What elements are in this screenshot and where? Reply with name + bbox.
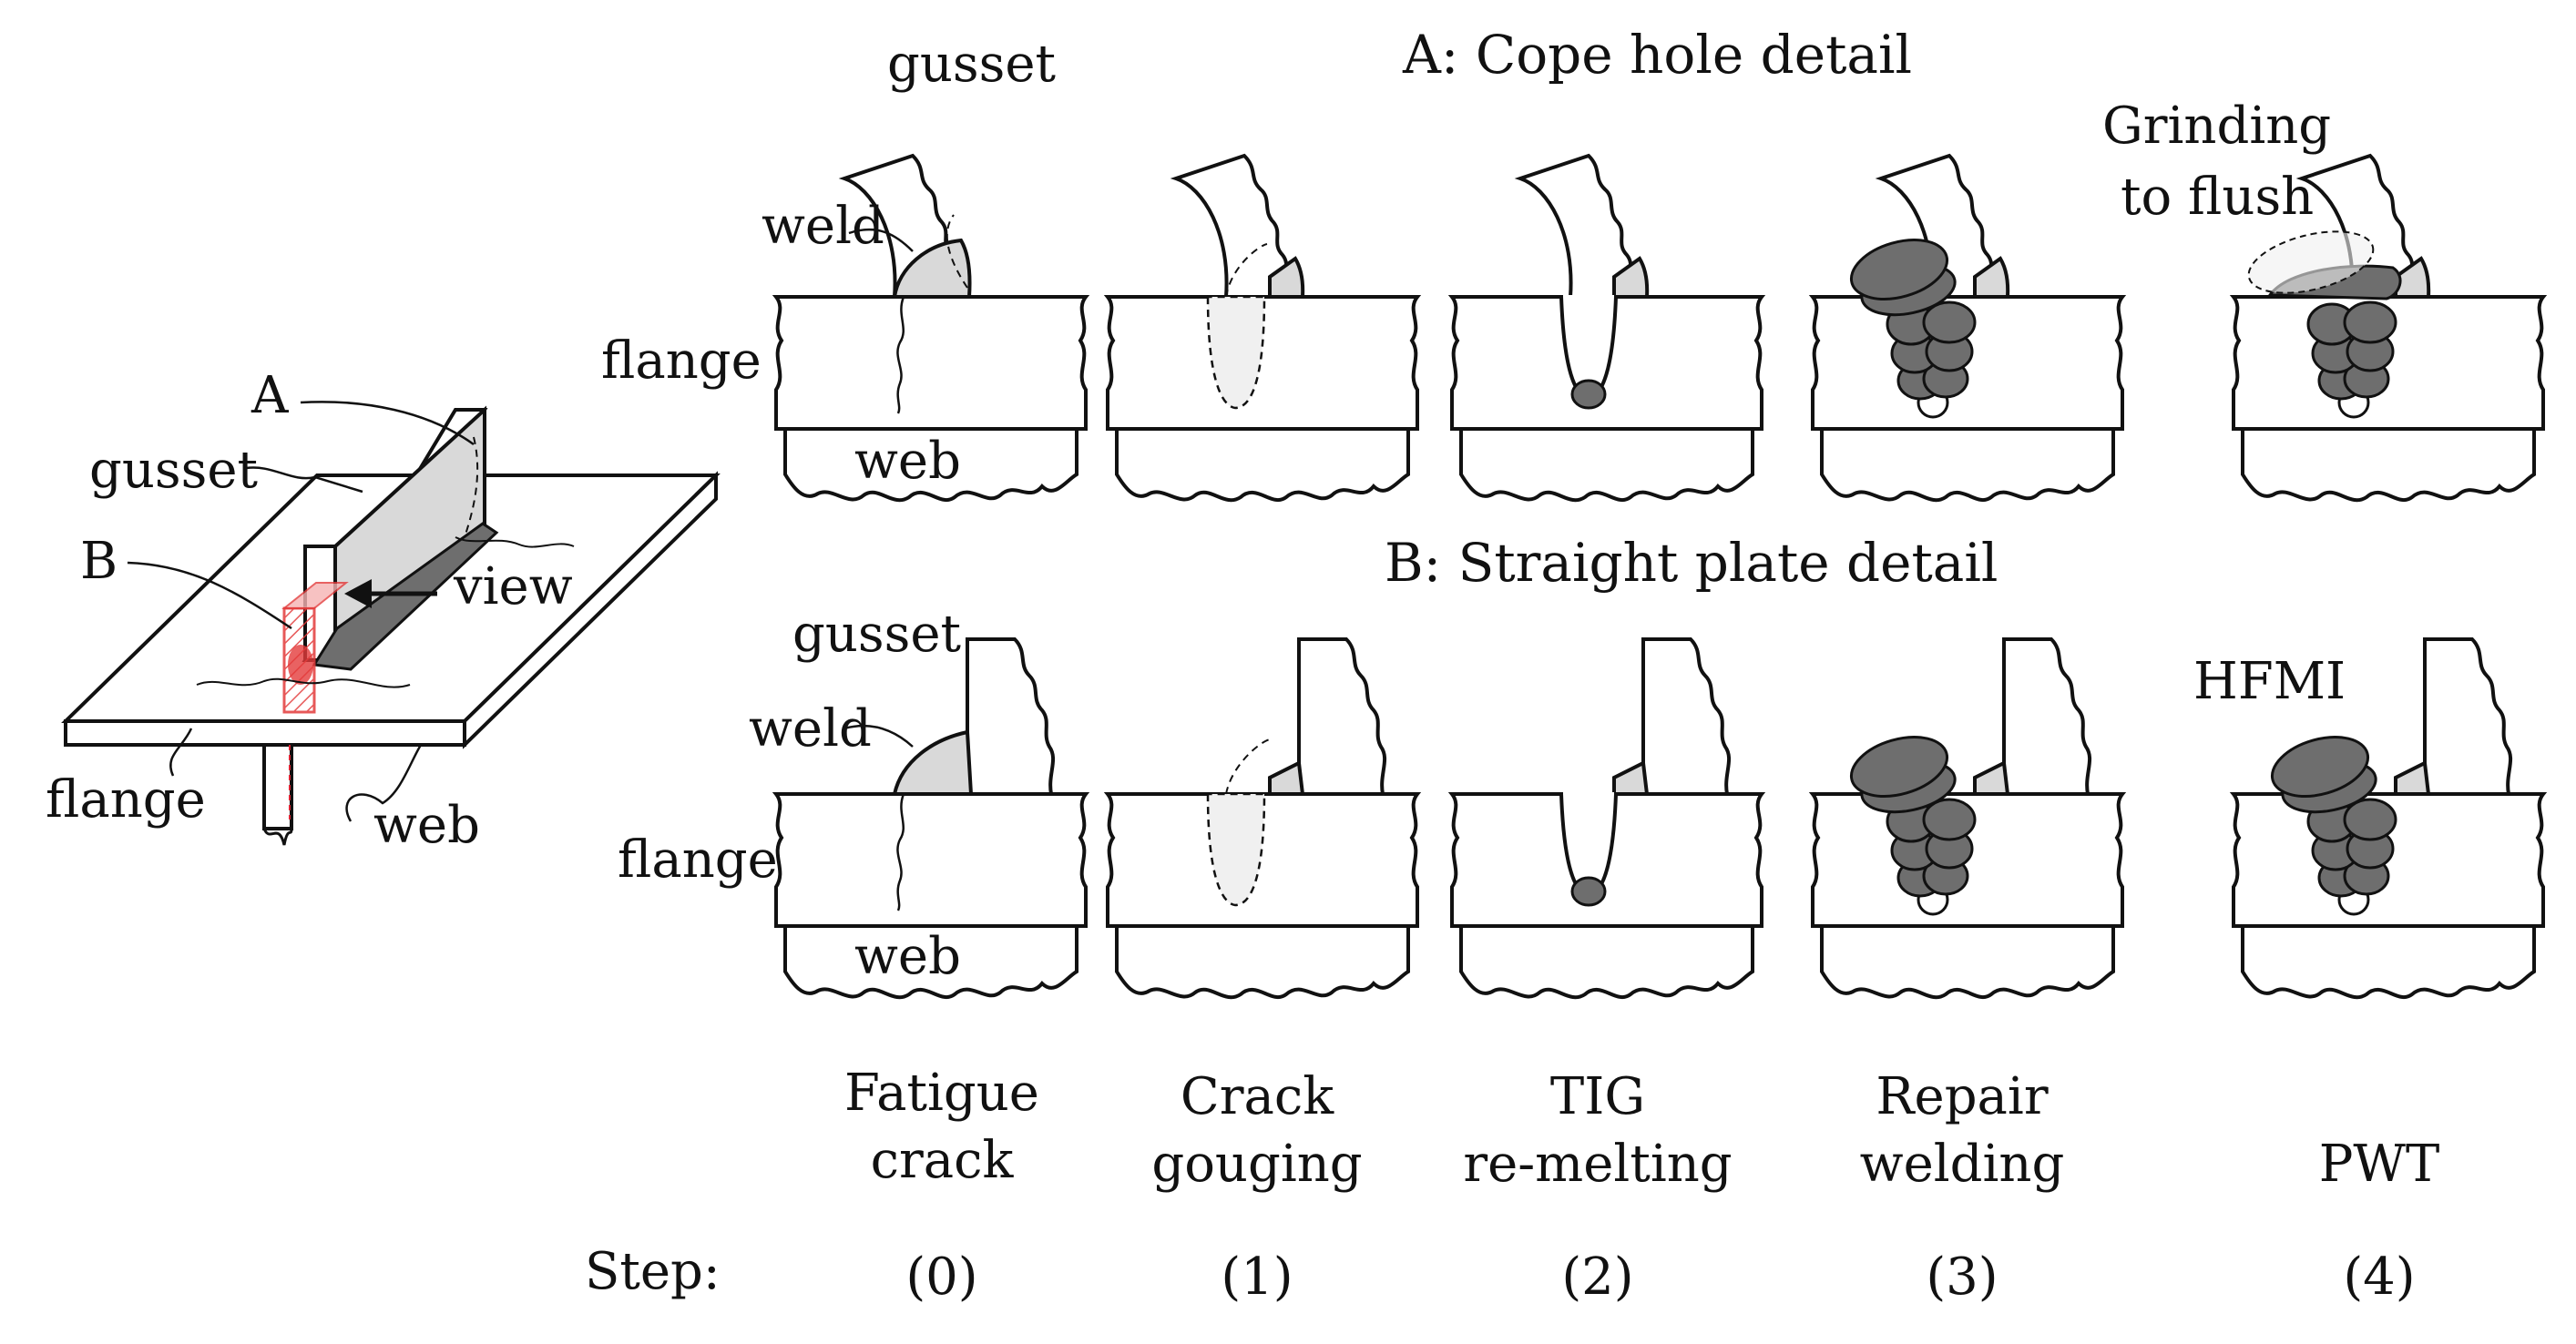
step-caption-1-line1: Crack (1180, 1067, 1334, 1126)
row-b-weld-label: weld (749, 699, 872, 759)
panel-b-3 (1811, 637, 2124, 1000)
step-caption-4: PWT (2197, 1064, 2561, 1198)
step-caption-0: Fatigue crack (760, 1060, 1124, 1195)
step-caption-3-line1: Repair (1876, 1067, 2049, 1126)
step-caption-3: Repair welding (1780, 1064, 2144, 1198)
step-label: Step: (585, 1242, 721, 1301)
row-b-gusset-label: gusset (792, 605, 962, 664)
step-caption-4-line2: PWT (2318, 1134, 2440, 1194)
step-caption-4-line1 (2197, 1064, 2561, 1131)
step-caption-1: Crack gouging (1075, 1064, 1439, 1198)
isometric-view (61, 401, 721, 846)
step-caption-1-line2: gouging (1151, 1134, 1363, 1194)
panel-b-0 (774, 637, 1088, 1000)
panel-b-1 (1106, 637, 1419, 1000)
row-a-gusset-label: gusset (887, 35, 1057, 94)
step-number-4: (4) (2343, 1247, 2416, 1307)
step-caption-2-line1: TIG (1549, 1067, 1646, 1126)
iso-label-b: B (80, 532, 118, 591)
title-a: A: Cope hole detail (1403, 24, 1913, 86)
step-number-1: (1) (1221, 1247, 1293, 1307)
row-a-weld-label: weld (762, 197, 884, 256)
grinding-label-line2: to flush (2121, 168, 2315, 227)
grinding-label-line1: Grinding (2102, 97, 2332, 156)
step-caption-2: TIG re-melting (1416, 1064, 1780, 1198)
step-number-2: (2) (1561, 1247, 1634, 1307)
step-number-0: (0) (905, 1247, 978, 1307)
panel-a-4 (2232, 154, 2545, 503)
iso-label-gusset: gusset (89, 441, 259, 500)
row-b (774, 637, 2545, 1000)
panel-a-2 (1450, 154, 1763, 503)
step-caption-0-line2: crack (870, 1130, 1014, 1190)
step-caption-0-line1: Fatigue (844, 1064, 1039, 1123)
row-a-flange-label: flange (601, 331, 762, 391)
iso-label-web: web (373, 796, 480, 855)
panel-a-3 (1811, 154, 2124, 503)
step-number-3: (3) (1926, 1247, 1998, 1307)
step-caption-3-line2: welding (1859, 1134, 2065, 1194)
iso-label-view: view (454, 557, 573, 616)
hfmi-label: HFMI (2193, 652, 2346, 711)
iso-flange-front (64, 719, 466, 747)
iso-label-a: A (251, 366, 289, 425)
iso-web (262, 743, 293, 830)
iso-weld (312, 522, 499, 671)
step-caption-2-line2: re-melting (1463, 1134, 1733, 1194)
iso-label-flange: flange (46, 770, 206, 830)
panel-a-1 (1106, 154, 1419, 503)
panel-b-2 (1450, 637, 1763, 1000)
row-b-flange-label: flange (618, 830, 778, 890)
title-b: B: Straight plate detail (1385, 532, 1998, 594)
row-a (774, 154, 2545, 503)
panel-a-0 (774, 154, 1088, 503)
row-b-web-label: web (854, 927, 961, 986)
iso-flange-side (463, 471, 718, 749)
row-a-web-label: web (854, 432, 961, 491)
